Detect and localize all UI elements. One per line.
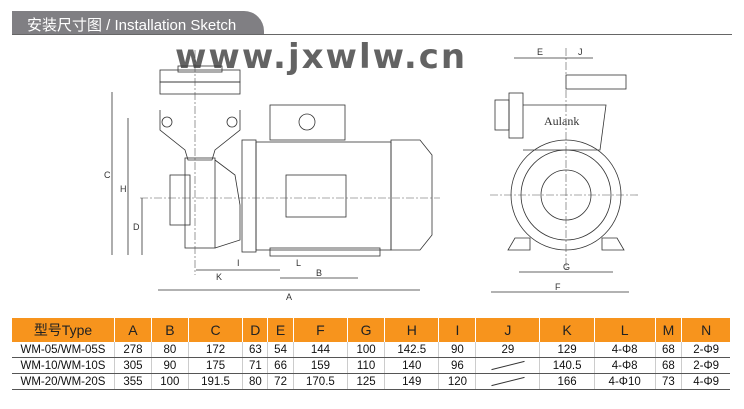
dim-label-i: I xyxy=(237,258,240,268)
col-header: L xyxy=(593,318,655,342)
value-cell: 68 xyxy=(654,357,682,374)
empty-value-slash xyxy=(491,376,525,387)
front-view: Aulank E J G F xyxy=(490,47,640,293)
table-header-row: 型号Type A B C D E F G H I J K L M N xyxy=(12,318,730,342)
value-cell: 355 xyxy=(114,373,152,390)
side-view: C H D K I L B A xyxy=(104,50,440,302)
value-cell: 96 xyxy=(438,357,476,374)
value-cell: 120 xyxy=(438,373,476,390)
col-header: B xyxy=(150,318,189,342)
col-header: N xyxy=(681,318,730,342)
value-cell: 80 xyxy=(242,373,268,390)
value-cell: 149 xyxy=(384,373,439,390)
value-cell: 4-Φ8 xyxy=(593,357,655,374)
dim-label-k: K xyxy=(216,272,222,282)
value-cell: 90 xyxy=(150,357,189,374)
dimension-table: 型号Type A B C D E F G H I J K L M N WM-05… xyxy=(12,318,730,390)
value-cell: 4-Φ8 xyxy=(593,342,655,358)
value-cell: 2-Φ9 xyxy=(681,342,730,358)
model-cell: WM-20/WM-20S xyxy=(12,373,115,390)
dim-label-g: G xyxy=(563,262,570,272)
value-cell xyxy=(475,373,540,390)
dim-label-h: H xyxy=(120,184,127,194)
value-cell: 66 xyxy=(267,357,294,374)
value-cell: 100 xyxy=(347,342,385,358)
watermark: www.jxwlw.cn xyxy=(175,37,468,77)
col-header: A xyxy=(114,318,152,342)
col-header: I xyxy=(438,318,476,342)
dim-label-d: D xyxy=(133,222,140,232)
value-cell: 29 xyxy=(475,342,540,358)
value-cell: 2-Φ9 xyxy=(681,357,730,374)
value-cell: 4-Φ9 xyxy=(681,373,730,390)
value-cell: 68 xyxy=(654,342,682,358)
value-cell xyxy=(475,357,540,374)
value-cell: 166 xyxy=(539,373,595,390)
value-cell: 144 xyxy=(292,342,348,358)
value-cell: 4-Φ10 xyxy=(593,373,655,390)
value-cell: 71 xyxy=(242,357,268,374)
brand-label: Aulank xyxy=(544,114,579,128)
dim-label-c: C xyxy=(104,170,111,180)
col-header: D xyxy=(242,318,268,342)
value-cell: 129 xyxy=(539,342,595,358)
dim-label-j: J xyxy=(578,47,583,57)
installation-drawing: C H D K I L B A Aulank E J G F xyxy=(104,47,640,302)
col-header: J xyxy=(475,318,540,342)
model-cell: WM-05/WM-05S xyxy=(12,342,115,358)
dim-label-b: B xyxy=(316,268,322,278)
dim-label-e: E xyxy=(537,47,543,57)
value-cell: 73 xyxy=(654,373,682,390)
value-cell: 142.5 xyxy=(384,342,439,358)
value-cell: 305 xyxy=(114,357,152,374)
value-cell: 110 xyxy=(347,357,385,374)
value-cell: 159 xyxy=(292,357,348,374)
header-divider xyxy=(12,34,732,35)
value-cell: 172 xyxy=(187,342,243,358)
value-cell: 63 xyxy=(242,342,268,358)
value-cell: 125 xyxy=(347,373,385,390)
value-cell: 170.5 xyxy=(292,373,348,390)
value-cell: 175 xyxy=(187,357,243,374)
value-cell: 100 xyxy=(150,373,189,390)
value-cell: 54 xyxy=(267,342,294,358)
value-cell: 90 xyxy=(438,342,476,358)
value-cell: 191.5 xyxy=(187,373,243,390)
col-header: M xyxy=(654,318,682,342)
col-header: C xyxy=(187,318,243,342)
col-header: E xyxy=(267,318,294,342)
empty-value-slash xyxy=(491,360,525,371)
value-cell: 140 xyxy=(384,357,439,374)
model-cell: WM-10/WM-10S xyxy=(12,357,115,374)
value-cell: 140.5 xyxy=(539,357,595,374)
value-cell: 72 xyxy=(267,373,294,390)
col-header: H xyxy=(384,318,439,342)
section-title: 安装尺寸图 / Installation Sketch xyxy=(27,17,237,34)
dim-label-l: L xyxy=(296,258,301,268)
section-header: 安装尺寸图 / Installation Sketch xyxy=(12,11,264,35)
col-header: K xyxy=(539,318,595,342)
dim-label-f: F xyxy=(555,282,561,292)
value-cell: 80 xyxy=(150,342,189,358)
col-header: G xyxy=(347,318,385,342)
col-header: 型号Type xyxy=(12,318,115,342)
col-header: F xyxy=(292,318,348,342)
value-cell: 278 xyxy=(114,342,152,358)
dim-label-a: A xyxy=(286,292,292,302)
